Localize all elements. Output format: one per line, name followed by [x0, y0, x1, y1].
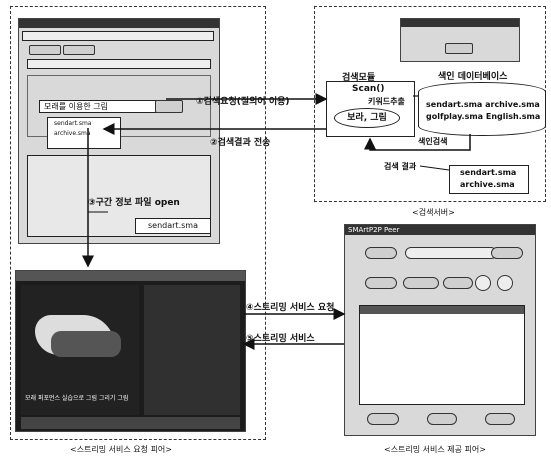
- server-ok-button[interactable]: [445, 43, 473, 54]
- player-side-panel: [144, 285, 240, 415]
- provider-bottom-button-2[interactable]: [427, 413, 457, 425]
- provider-file-table[interactable]: [359, 305, 525, 405]
- provide-peer-caption: <스트리밍 서비스 제공 피어>: [384, 445, 486, 454]
- client-toolbar: [22, 31, 214, 41]
- search-module-box: [326, 81, 415, 137]
- result-pointer-line: [419, 165, 450, 171]
- scan-label: Scan(): [352, 84, 385, 94]
- db-row-1: sendart.sma archive.sma: [426, 100, 540, 109]
- db-row-2: golfplay.sma English.sma: [426, 112, 541, 121]
- provider-table-header: [360, 306, 524, 314]
- search-result-box: sendart.sma archive.sma: [449, 165, 529, 194]
- result-file-1: sendart.sma: [460, 168, 517, 177]
- result-item-2[interactable]: archive.sma: [54, 130, 91, 137]
- arrow-1-label: ①검색요청(질의어 이용): [196, 97, 290, 107]
- search-server-caption: <검색서버>: [412, 208, 455, 217]
- request-peer-caption: <스트리밍 서비스 요청 피어>: [70, 445, 172, 454]
- client-address-field[interactable]: [27, 59, 211, 69]
- player-titlebar: [16, 271, 245, 281]
- keyword-oval: 보라, 그림: [334, 108, 400, 128]
- provider-button-6[interactable]: [443, 277, 473, 289]
- server-titlebar: [401, 19, 519, 27]
- video-area: 모래 퍼포먼스 실습으로 그림 그리기 그림: [21, 285, 139, 415]
- arrow-4-label: ④스트리밍 서비스 요청: [246, 303, 335, 313]
- provider-bottom-button-3[interactable]: [485, 413, 515, 425]
- provider-window: SMArtP2P Peer: [344, 224, 536, 436]
- index-search-arrow: [364, 134, 471, 151]
- search-button[interactable]: [155, 100, 183, 113]
- play-icon[interactable]: [475, 275, 491, 291]
- search-module-title: 검색모듈: [342, 73, 376, 83]
- player-window: 모래 퍼포먼스 실습으로 그림 그리기 그림: [15, 270, 246, 432]
- stop-icon[interactable]: [497, 275, 513, 291]
- provider-button-1[interactable]: [365, 247, 397, 259]
- client-titlebar: [19, 19, 219, 28]
- db-cylinder: [418, 82, 546, 136]
- arrow-3-label: ③구간 정보 파일 open: [88, 198, 180, 208]
- client-tab-button[interactable]: [29, 45, 61, 55]
- file-label-box: sendart.sma: [135, 218, 211, 234]
- provider-button-3[interactable]: [491, 247, 523, 259]
- video-subtitle: 모래 퍼포먼스 실습으로 그림 그리기 그림: [25, 395, 129, 402]
- provider-button-5[interactable]: [403, 277, 439, 289]
- provider-button-4[interactable]: [365, 277, 397, 289]
- provider-bottom-button-1[interactable]: [367, 413, 399, 425]
- server-window: [400, 18, 520, 62]
- search-client-window: 모래를 이용한 그림 sendart.sma archive.sma: [18, 18, 220, 244]
- arrow-5-label: ⑤스트리밍 서비스: [246, 334, 315, 344]
- provider-titlebar: SMArtP2P Peer: [345, 225, 535, 235]
- db-title: 색인 데이터베이스: [438, 72, 508, 82]
- keyword-label: 키워드추출: [368, 97, 405, 106]
- arrow-2-label: ②검색결과 전송: [210, 138, 271, 148]
- result-file-2: archive.sma: [460, 180, 515, 189]
- video-frame-shadow: [51, 331, 121, 357]
- request-peer-region: [10, 6, 266, 440]
- player-controls[interactable]: [21, 417, 240, 429]
- result-item-1[interactable]: sendart.sma: [54, 120, 92, 127]
- search-result-label: 검색 결과: [384, 162, 417, 171]
- index-search-label: 색인검색: [418, 137, 448, 146]
- client-tab-button-2[interactable]: [63, 45, 95, 55]
